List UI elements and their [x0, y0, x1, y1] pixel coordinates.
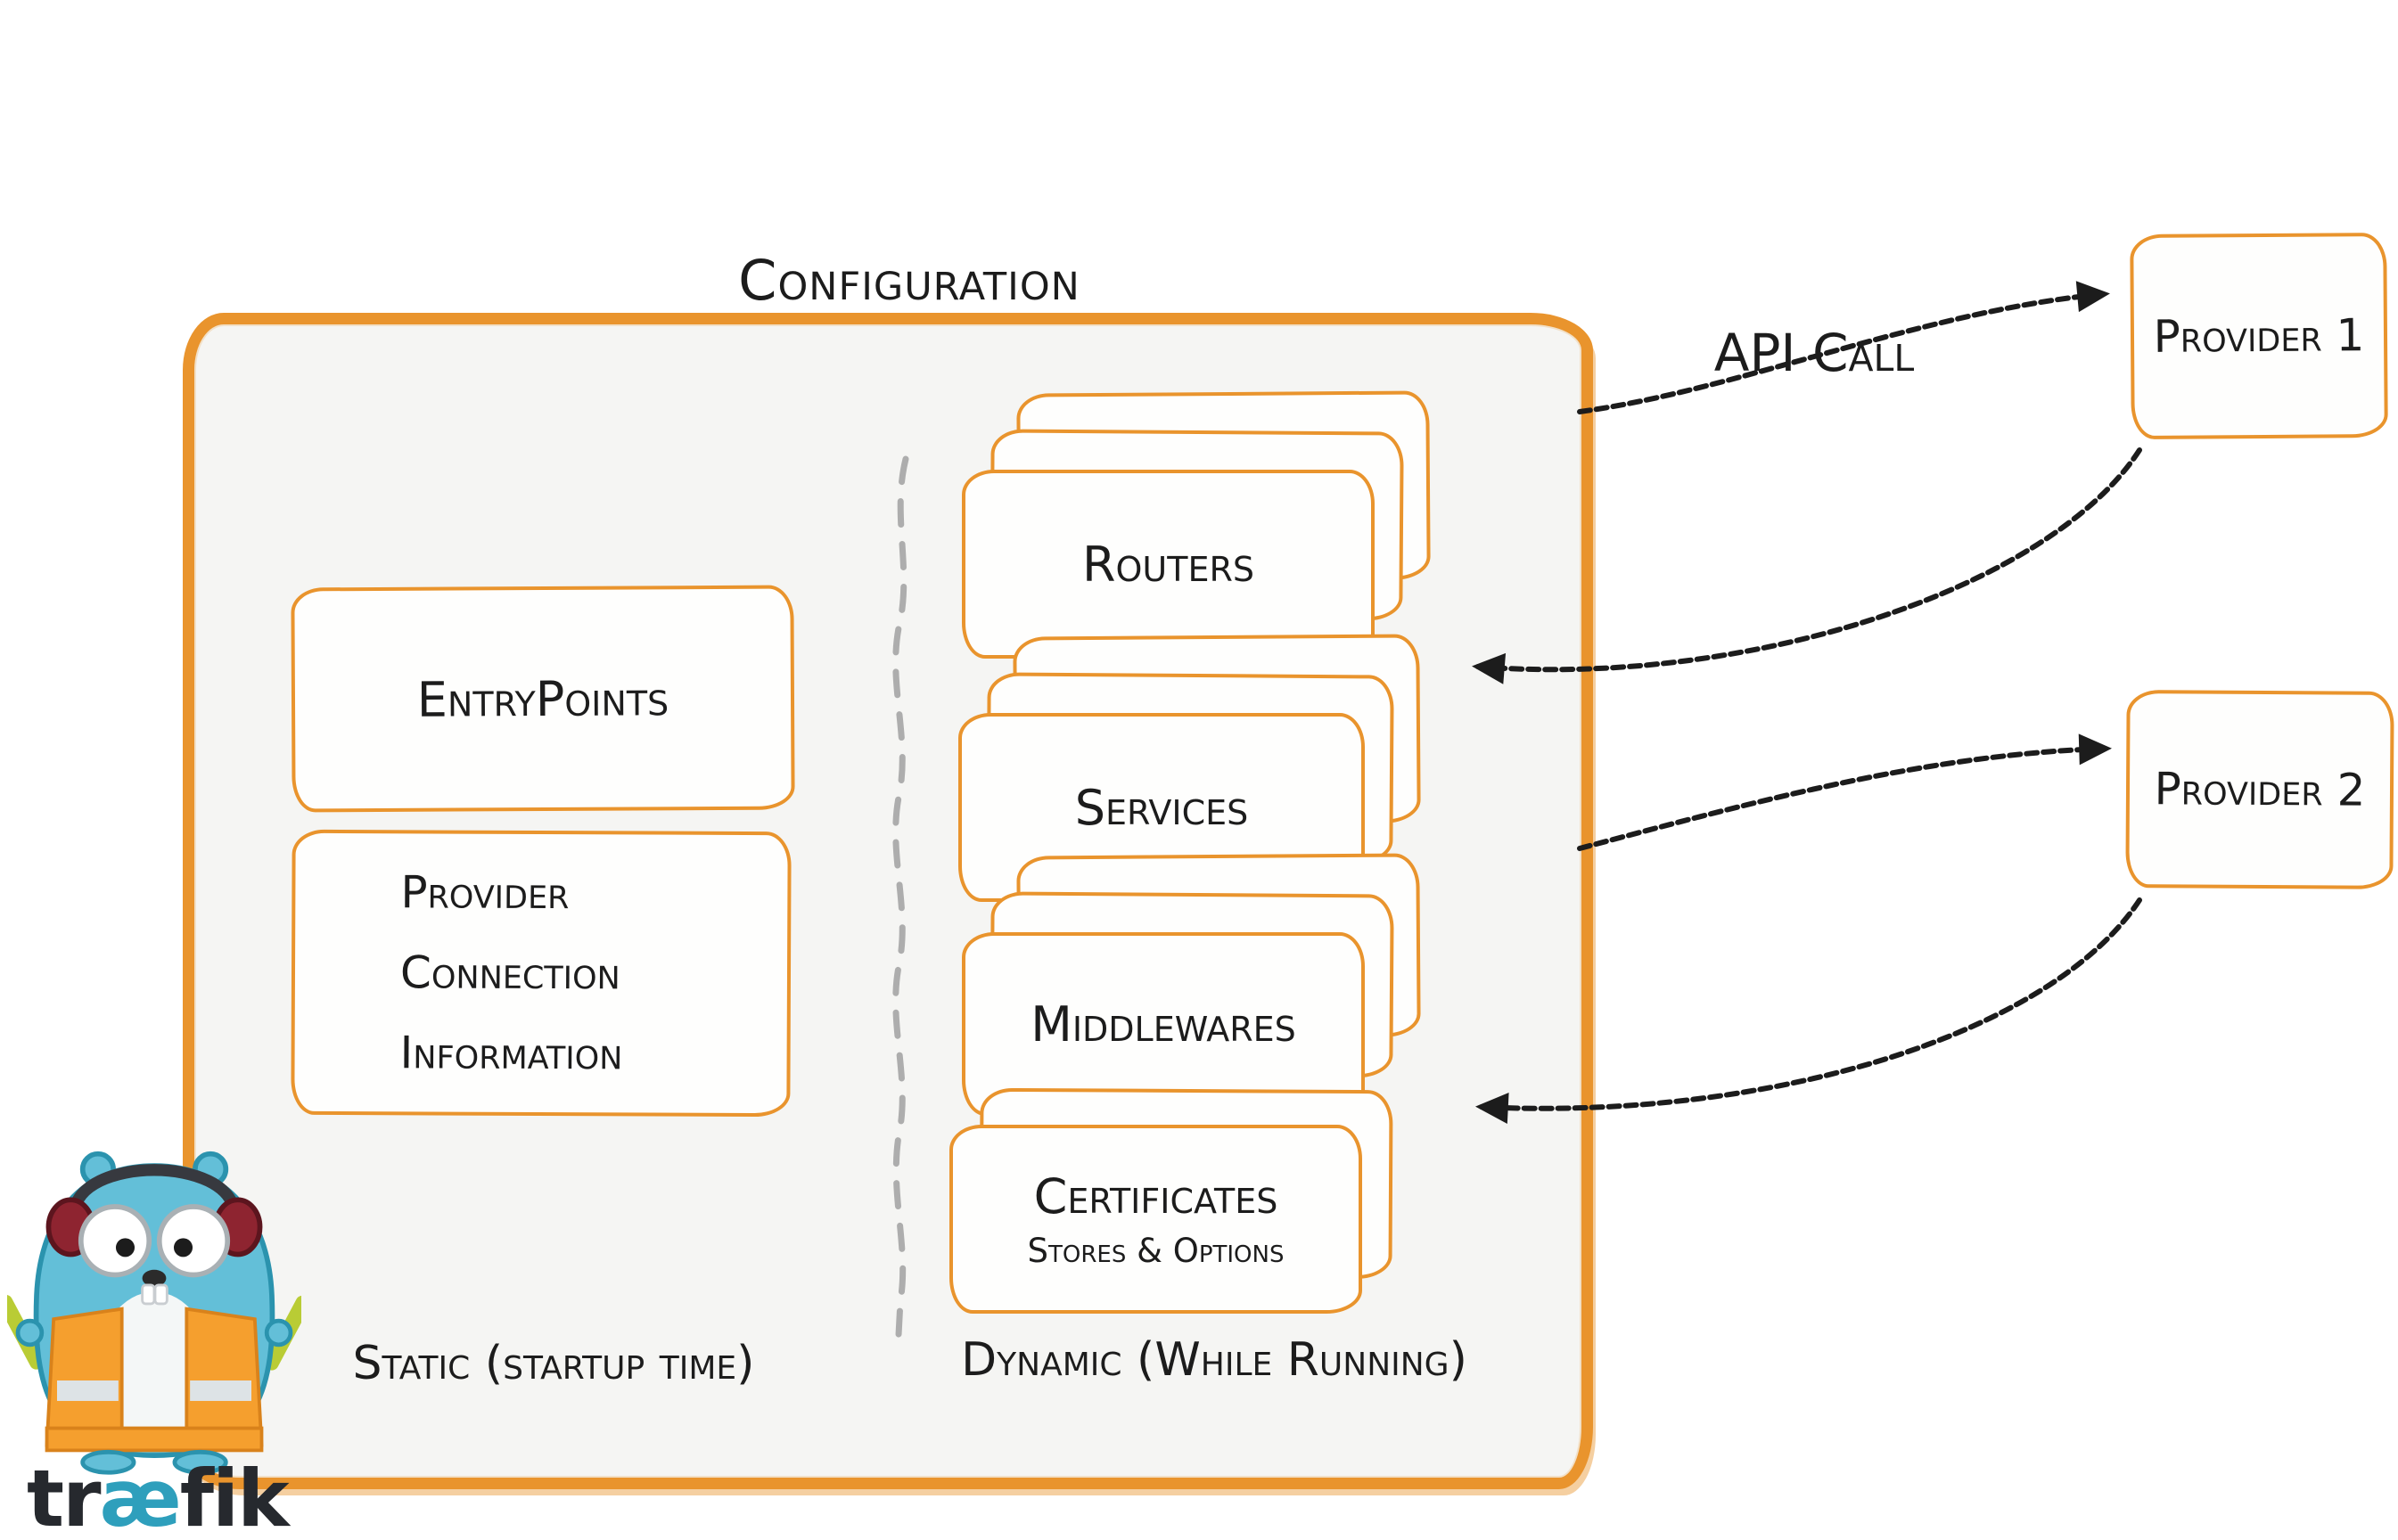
provider-info-line: Provider [400, 866, 570, 920]
traefik-mascot [7, 1151, 301, 1475]
diagram-title: Configuration [738, 248, 1080, 313]
middlewares-box: Middlewares [962, 932, 1365, 1116]
middlewares-stack: Middlewares [962, 853, 1421, 1116]
entrypoints-label: EntryPoints [416, 669, 669, 728]
traefik-wordmark: træfik [27, 1453, 290, 1540]
provider-connection-information-box: Provider Connection Information [291, 829, 792, 1118]
certificates-stack: Certificates Stores & Options [949, 1087, 1393, 1314]
provider-2-label: Provider 2 [2154, 763, 2366, 816]
entrypoints-box: EntryPoints [291, 585, 795, 813]
services-label: Services [1074, 779, 1249, 836]
provider-info-line: Information [399, 1027, 623, 1080]
routers-box: Routers [962, 470, 1375, 659]
static-caption: Static (startup time) [352, 1337, 755, 1390]
routers-stack: Routers [962, 390, 1431, 659]
wordmark-part: fik [179, 1453, 290, 1540]
provider-info-line: Connection [399, 946, 620, 1000]
provider2-call-arrow [1577, 733, 2112, 851]
dynamic-caption: Dynamic (While Running) [961, 1333, 1467, 1387]
routers-label: Routers [1082, 536, 1254, 593]
wordmark-part: tr [27, 1453, 101, 1540]
provider-2-box: Provider 2 [2125, 690, 2394, 889]
middlewares-label: Middlewares [1031, 995, 1296, 1053]
wordmark-ae-ligature: æ [99, 1453, 181, 1540]
provider-1-box: Provider 1 [2130, 232, 2388, 440]
certificates-box: Certificates Stores & Options [949, 1125, 1362, 1314]
provider-1-label: Provider 1 [2153, 309, 2365, 363]
certificates-subtitle: Stores & Options [1027, 1232, 1285, 1270]
api-call-label: API Call [1713, 323, 1915, 383]
certificates-label: Certificates [1033, 1168, 1278, 1225]
